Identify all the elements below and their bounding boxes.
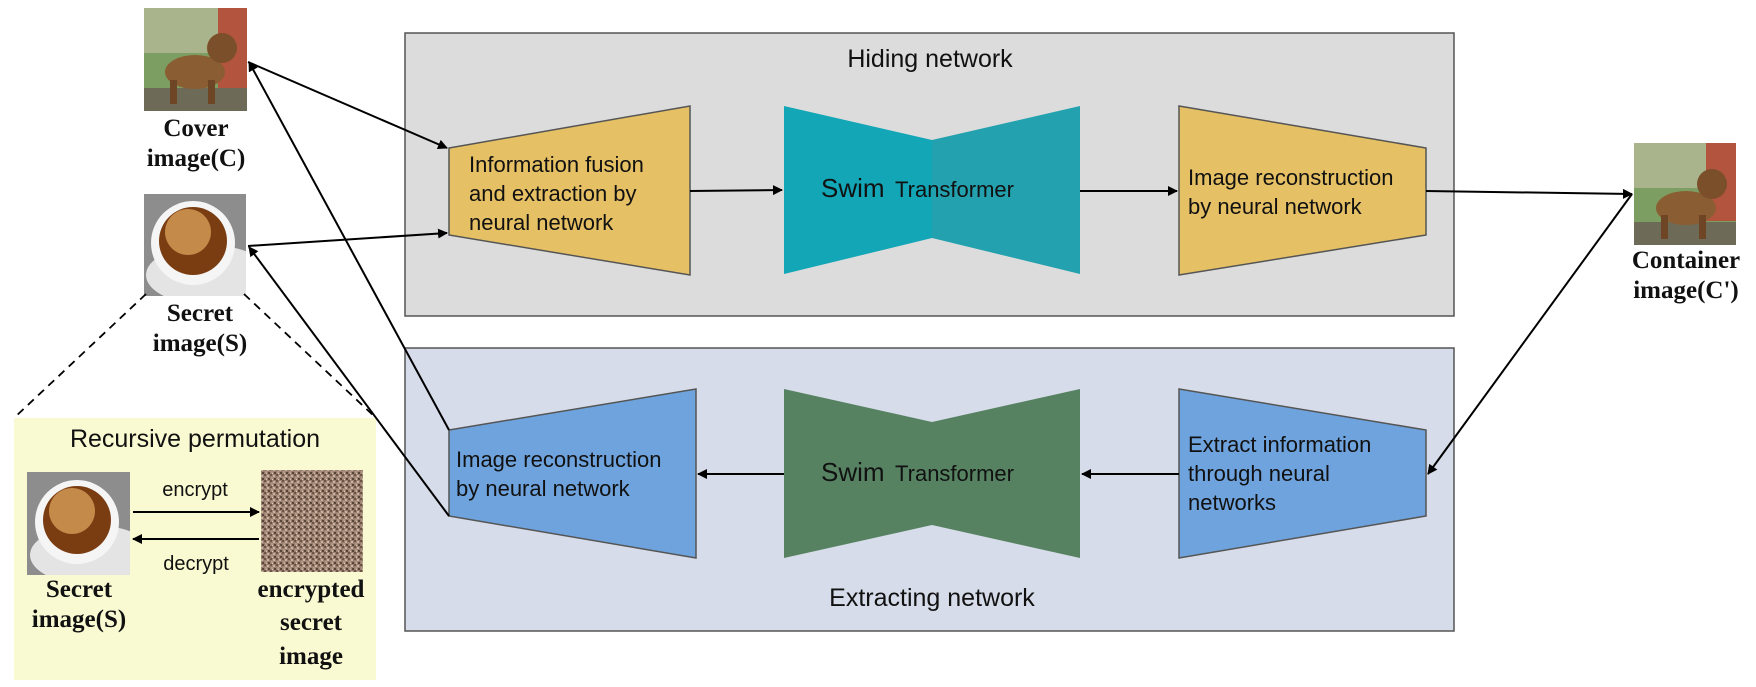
encrypted-label-3: image xyxy=(279,643,343,670)
hiding-swim-word: Swim xyxy=(821,173,885,203)
hiding-reconstruction-block: Image reconstruction by neural network xyxy=(1178,105,1427,276)
secret-to-fusion-arrow xyxy=(247,228,448,247)
extract-transformer-word: Transformer xyxy=(895,461,1014,486)
secret-image-label-2: image(S) xyxy=(153,330,247,357)
container-image-label-2: image(C') xyxy=(1633,277,1739,304)
connector-arrows xyxy=(247,61,1633,517)
permutation-secret-label-2: image(S) xyxy=(32,606,126,633)
hiding-swim-transformer: Swim Transformer xyxy=(784,106,1080,274)
recursive-permutation-panel: Recursive permutation encrypt decrypt Se… xyxy=(13,293,377,680)
fusion-block: Information fusion and extraction by neu… xyxy=(448,105,691,276)
hiding-transformer-word: Transformer xyxy=(895,177,1014,202)
encrypted-label-1: encrypted xyxy=(258,576,365,603)
permutation-secret-label-1: Secret xyxy=(46,576,113,603)
extract-info-line-2: through neural xyxy=(1188,461,1330,486)
extract-recon-line-2: by neural network xyxy=(456,476,631,501)
extract-info-line-1: Extract information xyxy=(1188,432,1371,457)
encrypted-label-2: secret xyxy=(280,609,343,636)
recursive-permutation-title: Recursive permutation xyxy=(70,425,320,453)
cover-to-fusion-arrow xyxy=(247,61,448,150)
hiding-network-title: Hiding network xyxy=(847,45,1013,73)
svg-text:Swim Transformer: Swim Transformer xyxy=(821,173,1014,203)
extract-information-block: Extract information through neural netwo… xyxy=(1178,388,1427,559)
container-image-label-1: Container xyxy=(1632,247,1740,274)
recon-to-container-arrow xyxy=(1425,188,1633,199)
fusion-to-swim-arrow xyxy=(689,185,783,196)
fusion-line-2: and extraction by xyxy=(469,181,637,206)
hiding-recon-line-1: Image reconstruction xyxy=(1188,165,1393,190)
extract-info-line-3: networks xyxy=(1188,490,1276,515)
encrypted-secret-image xyxy=(261,470,363,572)
extract-recon-line-1: Image reconstruction xyxy=(456,447,661,472)
cover-image xyxy=(144,8,247,111)
cover-image-label-1: Cover xyxy=(163,115,228,142)
fusion-line-1: Information fusion xyxy=(469,152,644,177)
extract-recon-to-secret-arrow xyxy=(248,246,450,517)
extracting-swim-transformer: Swim Transformer xyxy=(784,389,1080,558)
fusion-line-3: neural network xyxy=(469,210,614,235)
svg-text:Swim Transformer: Swim Transformer xyxy=(821,457,1014,487)
encrypt-label: encrypt xyxy=(162,479,228,501)
hiding-recon-line-2: by neural network xyxy=(1188,194,1363,219)
container-image xyxy=(1634,143,1736,245)
container-to-extract-arrow xyxy=(1427,193,1633,475)
cover-image-label-2: image(C) xyxy=(147,145,246,172)
permutation-secret-image xyxy=(27,472,130,575)
extract-recon-to-cover-arrow xyxy=(248,61,450,431)
extracting-reconstruction-block: Image reconstruction by neural network xyxy=(448,388,697,559)
extracting-network-title: Extracting network xyxy=(829,584,1035,612)
secret-image xyxy=(144,194,246,296)
decrypt-label: decrypt xyxy=(163,553,229,575)
secret-image-label-1: Secret xyxy=(167,300,234,327)
extract-swim-word: Swim xyxy=(821,457,885,487)
